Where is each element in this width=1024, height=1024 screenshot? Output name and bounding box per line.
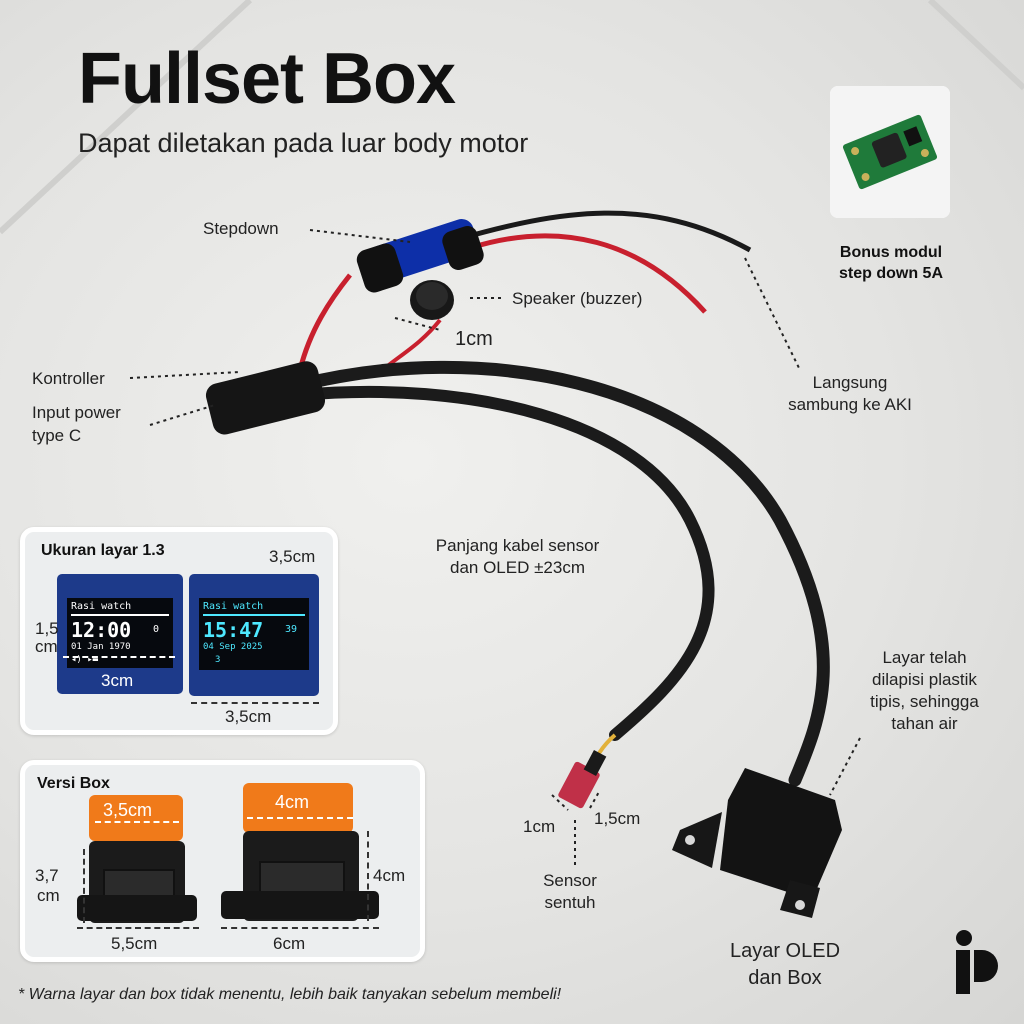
label-sensor-1: Sensor — [543, 871, 597, 890]
buzzer — [410, 280, 454, 320]
oled2-badge: 39 — [285, 624, 298, 635]
dim-top: 3,5cm — [269, 547, 316, 566]
oled1-date: 01 Jan 1970 — [71, 642, 131, 652]
dim-bottom-line — [191, 702, 319, 704]
oled1-rule — [71, 614, 169, 616]
label-layar-1: Layar telah — [882, 648, 967, 667]
dim-left-1: 1,5 — [35, 619, 59, 638]
box1-top-dim: 3,5cm — [103, 800, 153, 820]
dim-bottom: 3,5cm — [225, 707, 272, 726]
label-layar: Layar telah dilapisi plastik tipis, sehi… — [842, 647, 1007, 735]
oled1-header: Rasi watch — [71, 601, 132, 612]
box1-width-line — [77, 927, 199, 929]
box2-top-line — [247, 817, 353, 819]
page-subtitle: Dapat diletakan pada luar body motor — [78, 128, 529, 158]
red-wire — [469, 233, 707, 314]
label-layar-3: tipis, sehingga — [870, 692, 979, 711]
label-sensor: Sensor sentuh — [520, 870, 620, 914]
box2-width: 6cm — [273, 934, 306, 953]
box1-orange-lid — [89, 795, 183, 841]
box2-width-line — [221, 927, 379, 929]
box-version-panel: Versi Box 3,5cm 3,7 cm 5,5cm 4cm 4cm 6cm — [20, 760, 425, 962]
label-aki-2: sambung ke AKI — [788, 395, 912, 414]
label-oled-box: Layar OLED dan Box — [705, 938, 865, 992]
label-stepdown: Stepdown — [203, 219, 279, 238]
oled-box — [672, 768, 842, 918]
label-layar-4: tahan air — [891, 714, 958, 733]
oled2-time: 15:47 — [203, 618, 264, 642]
dim-left-2: cm — [35, 637, 58, 656]
label-layar-2: dilapisi plastik — [872, 670, 977, 689]
label-speaker: Speaker (buzzer) — [512, 289, 643, 308]
label-aki-1: Langsung — [812, 373, 888, 392]
box2-height-line — [367, 831, 369, 921]
dim-inner-line — [63, 656, 175, 658]
label-sensor-width: 1cm — [523, 817, 556, 836]
stepdown-board-icon — [830, 86, 950, 218]
controller — [205, 361, 326, 435]
label-input-power-1: Input power — [32, 403, 121, 422]
oled1-icons: ◂) ▸▬ — [71, 655, 99, 665]
label-speaker-size: 1cm — [455, 328, 493, 350]
page-title: Fullset Box — [78, 39, 456, 119]
box1-mount — [77, 895, 197, 921]
label-kontroller: Kontroller — [32, 369, 105, 388]
oled2-rule — [203, 614, 305, 616]
oled2-date: 04 Sep 2025 — [203, 642, 263, 652]
oled2-footer: 3 — [215, 655, 221, 665]
oled1-time: 12:00 — [71, 618, 132, 642]
leader-lines — [129, 229, 861, 865]
oled1-badge: 0 — [153, 624, 160, 635]
oled2-header: Rasi watch — [203, 601, 264, 612]
oled-module-2: Rasi watch 15:47 39 04 Sep 2025 3 — [189, 574, 319, 696]
screen-size-panel: Ukuran layar 1.3 3,5cm Rasi watch 12:00 … — [20, 527, 338, 735]
box2-top-dim: 4cm — [275, 792, 310, 812]
red-wire-inner — [297, 273, 352, 371]
dim-inner: 3cm — [101, 671, 134, 690]
black-wire — [454, 210, 752, 253]
label-cable-1: Panjang kabel sensor — [435, 536, 600, 555]
footnote: * Warna layar dan box tidak menentu, leb… — [18, 986, 562, 1003]
oled-screen-2: Rasi watch 15:47 39 04 Sep 2025 3 — [199, 598, 309, 670]
box1-height-1: 3,7 — [35, 866, 59, 885]
bonus-line-1: Bonus modul — [839, 244, 943, 261]
sensor-cable — [294, 385, 715, 741]
brand-logo-icon — [956, 930, 998, 994]
touch-sensor — [558, 750, 607, 809]
screen-panel-title: Ukuran layar 1.3 — [41, 542, 165, 559]
label-oled-box-1: Layar OLED — [729, 940, 841, 962]
label-cable-length: Panjang kabel sensor dan OLED ±23cm — [405, 535, 630, 579]
stepdown-module — [356, 219, 484, 293]
label-aki: Langsung sambung ke AKI — [770, 372, 930, 416]
label-oled-box-2: dan Box — [748, 967, 822, 989]
box2-mount — [221, 891, 379, 919]
box1-height-line — [83, 849, 85, 923]
bonus-caption: Bonus modul step down 5A — [808, 242, 974, 284]
label-cable-2: dan OLED ±23cm — [449, 558, 585, 577]
label-sensor-2: sentuh — [544, 893, 596, 912]
box1-height-2: cm — [37, 886, 60, 905]
box1-top-line — [95, 821, 179, 823]
bonus-line-2: step down 5A — [838, 265, 943, 282]
bonus-module-image — [830, 86, 950, 218]
label-sensor-height: 1,5cm — [594, 809, 641, 828]
box2-orange-lid — [243, 783, 353, 833]
box2-height: 4cm — [373, 866, 406, 885]
tile-line — [0, 0, 253, 235]
tile-line — [927, 0, 1024, 91]
box1-width: 5,5cm — [111, 934, 158, 953]
box-panel-title: Versi Box — [37, 775, 110, 792]
label-input-power-2: type C — [32, 426, 82, 445]
oled-cable — [293, 360, 830, 787]
